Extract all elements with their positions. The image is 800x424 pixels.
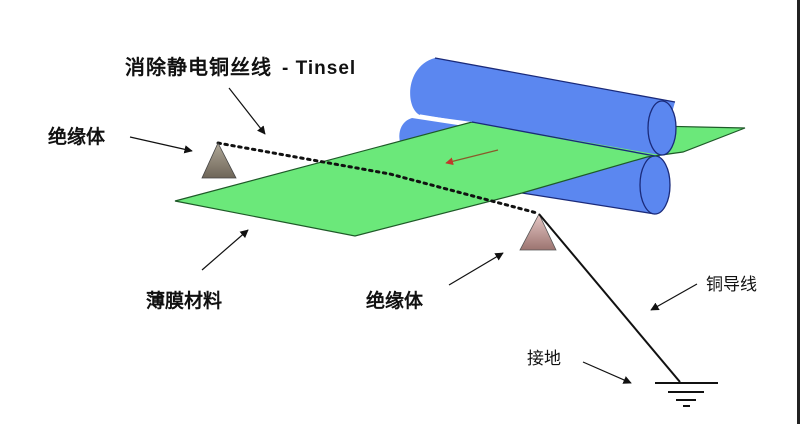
- pointer-insulator-left: [129, 136, 193, 154]
- upper-roller: [410, 57, 677, 157]
- tinsel-label-cn: 消除静电铜丝线: [125, 55, 272, 79]
- ground-label: 接地: [527, 349, 561, 369]
- ground-icon: [655, 382, 718, 407]
- insulator-right-icon: [519, 213, 557, 251]
- copper-wire-line: [538, 213, 681, 383]
- tinsel-label: 消除静电铜丝线 - Tinsel: [125, 51, 356, 80]
- film-material-label: 薄膜材料: [146, 290, 223, 312]
- insulator-left-icon: [201, 142, 237, 179]
- insulator-left-label: 绝缘体: [48, 126, 106, 148]
- tinsel-line: [216, 141, 539, 215]
- tinsel-label-en: - Tinsel: [282, 58, 357, 79]
- pointer-film: [201, 229, 249, 271]
- film-direction-arrow: [445, 149, 499, 166]
- pointer-copper-wire: [650, 283, 698, 311]
- copper-wire-label: 铜导线: [706, 275, 757, 295]
- image-border: [797, 0, 800, 424]
- pointer-ground: [582, 361, 632, 384]
- pointer-tinsel: [228, 87, 266, 135]
- insulator-right-label: 绝缘体: [366, 290, 424, 312]
- pointer-insulator-right: [448, 252, 504, 286]
